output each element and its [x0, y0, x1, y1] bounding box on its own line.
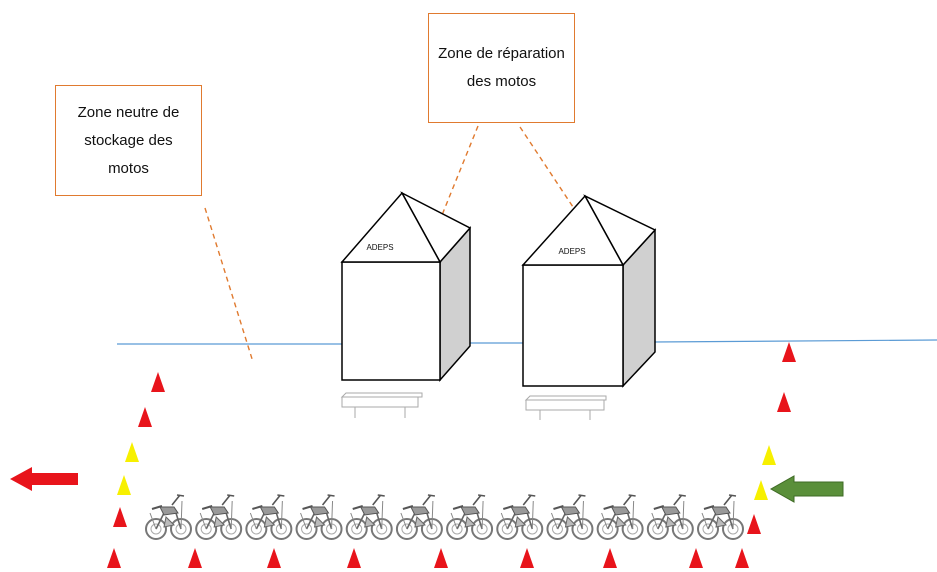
tent-left: ADEPS — [340, 191, 472, 382]
cone-red — [782, 342, 796, 362]
cone-red — [520, 548, 534, 568]
tent-left-roof — [340, 191, 442, 263]
cone-red — [434, 548, 448, 568]
cone-red — [735, 548, 749, 568]
storage-zone-callout: Zone neutre de stockage des motos — [55, 85, 202, 196]
motorcycle — [395, 494, 443, 540]
cone-red — [747, 514, 761, 534]
storage-zone-label: Zone neutre de stockage des motos — [77, 103, 180, 177]
tent-right: ADEPS — [521, 194, 657, 388]
tent-left-front — [341, 261, 441, 381]
cone-red — [267, 548, 281, 568]
cone-red — [138, 407, 152, 427]
cone-yellow — [762, 445, 776, 465]
cone-yellow — [754, 480, 768, 500]
cone-red — [347, 548, 361, 568]
tent-right-label: ADEPS — [558, 247, 585, 256]
tent-right-roof — [521, 194, 625, 266]
tent-right-front — [522, 264, 624, 387]
cones-group — [107, 342, 796, 568]
motorcycle — [195, 494, 243, 540]
motorcycle — [646, 494, 694, 540]
cone-yellow — [125, 442, 139, 462]
motorcycle — [295, 494, 343, 540]
repair-leader-line-left — [439, 125, 479, 221]
storage-leader-line — [204, 207, 254, 363]
motorcycle — [245, 494, 293, 540]
cone-red — [689, 548, 703, 568]
cone-red — [151, 372, 165, 392]
repair-zone-label: Zone de réparation des motos — [438, 45, 565, 90]
tent-left-label: ADEPS — [366, 243, 393, 252]
tent-right-table — [524, 395, 607, 420]
motorcycles-row — [145, 494, 744, 540]
motorcycle — [596, 494, 644, 540]
motorcycle — [446, 494, 494, 540]
cone-red — [188, 548, 202, 568]
cone-red — [113, 507, 127, 527]
repair-leader-line-right — [519, 126, 576, 211]
cone-red — [107, 548, 121, 568]
boundary-line — [117, 339, 937, 345]
motorcycle — [496, 494, 544, 540]
exit-arrow — [10, 467, 78, 491]
entry-arrow — [769, 475, 844, 503]
cone-red — [603, 548, 617, 568]
callout-leader-lines — [204, 125, 576, 363]
tent-left-table — [340, 392, 423, 418]
motorcycle — [345, 494, 393, 540]
motorcycle — [697, 494, 744, 540]
cone-yellow — [117, 475, 131, 495]
cone-red — [777, 392, 791, 412]
motorcycle — [546, 494, 594, 540]
motorcycle — [145, 494, 192, 540]
repair-zone-callout: Zone de réparation des motos — [428, 13, 575, 123]
